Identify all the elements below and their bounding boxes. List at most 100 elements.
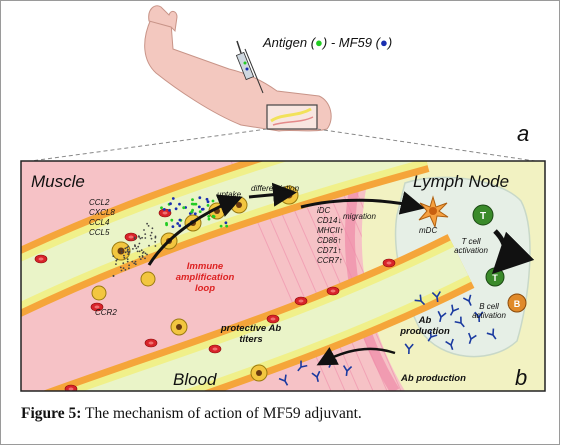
ab-production-label: Ab production [400, 373, 466, 384]
monocytes-in-vessel [91, 271, 268, 382]
chemokine-particle [122, 262, 125, 265]
chemokine-particle [128, 264, 130, 267]
antigen-particle [165, 223, 169, 227]
antibody-icon [474, 311, 484, 323]
bcell-activation-label: B cell activation [472, 302, 506, 320]
red-blood-cells [34, 208, 396, 391]
antigen-particle [207, 217, 211, 221]
chemokine-particle [134, 263, 137, 266]
chemokine-particle [140, 249, 143, 252]
mf59-particle [226, 205, 230, 209]
immune-loop-line-3: loop [195, 283, 215, 294]
antigen-legend-text: Antigen (●) - MF59 (●) [262, 35, 392, 50]
ab-to-blood-arrow [316, 347, 396, 366]
antibody-icon [297, 360, 308, 372]
chemokine-particle [133, 237, 136, 240]
mf59-particle [178, 218, 182, 222]
chemokine-particle [137, 245, 140, 248]
syringe-icon [235, 40, 264, 94]
antibody-icon [404, 343, 414, 355]
t-cell-2: T [485, 267, 505, 287]
protective-line-1: protective Ab [220, 323, 282, 334]
chemokine-particle [138, 242, 141, 245]
tcell-activation-label: T cell activation [454, 237, 488, 255]
chemokine-particle [147, 225, 150, 227]
uptake-label: uptake [217, 190, 242, 199]
antigen-particle [194, 202, 198, 206]
mf59-particle [171, 225, 175, 229]
chemokine-particle [127, 248, 129, 251]
arm-hand [148, 5, 178, 33]
mf59-particle [197, 205, 201, 209]
chemokine-particle [146, 222, 149, 225]
b-cell: B [507, 293, 527, 313]
chemokine-particle [150, 231, 153, 234]
chemokine-particle [123, 256, 126, 259]
red-blood-cell [34, 254, 48, 264]
panel-b-border [20, 160, 546, 392]
chemokine-particle [124, 251, 127, 254]
chemokine-particle [124, 269, 127, 271]
uptake-arrow [147, 194, 243, 266]
chemokine-particle [128, 267, 130, 270]
chemokine-particle [154, 245, 157, 247]
antibody-icon [467, 332, 477, 345]
antibody-icon [454, 316, 465, 328]
immune-loop-label: Immune amplification loop [176, 261, 235, 294]
chemokine-particle [133, 236, 136, 239]
t-cell-1-letter: T [480, 211, 486, 222]
mf59-particle [193, 212, 197, 216]
b-cell-letter: B [514, 299, 521, 309]
ab-production-label-node: Ab production [399, 315, 450, 337]
mf59-particle [174, 207, 178, 211]
tcell-activation-arrow [491, 229, 535, 275]
chemokine-particle [151, 227, 154, 230]
chemokine-particle [138, 250, 141, 253]
antibody-icon [437, 310, 447, 323]
chemokine-particle [135, 247, 138, 250]
t-cell-2-letter: T [492, 273, 498, 283]
antigen-particle [160, 206, 163, 210]
differentiation-label: differentiation [251, 184, 300, 193]
chemokine-particle [144, 233, 147, 236]
injection-site-vessel [272, 116, 314, 126]
antibody-icon [445, 338, 454, 350]
antibody-icon [342, 365, 353, 377]
figure-caption: Figure 5: The mechanism of action of MF5… [21, 405, 362, 423]
chemokine-particle [150, 237, 153, 240]
mf59-particle [176, 222, 180, 225]
migration-arrow [300, 191, 425, 215]
red-blood-cell [144, 338, 158, 348]
blood-vessel-lower [42, 234, 475, 391]
chemokine-particle [144, 237, 147, 239]
ab-prod-line-2: production [399, 326, 450, 337]
antigen-particle [225, 224, 229, 228]
red-blood-cell [266, 314, 280, 324]
chemokine-particle [126, 258, 129, 261]
caption-prefix: Figure 5: [21, 405, 82, 422]
ccr2-label: CCR2 [95, 308, 117, 317]
mf59-particle [168, 208, 171, 212]
antibody-icon [278, 374, 289, 386]
chemokine-particle [136, 250, 139, 253]
chemokine-label: CCL5 [89, 228, 110, 237]
protective-line-2: titers [239, 334, 262, 345]
chemokine-particle [144, 257, 146, 260]
chemokine-particle [143, 229, 145, 231]
chemokine-particle [127, 253, 130, 256]
antigen-mf59-particles [160, 196, 230, 229]
bcell-line-2: activation [472, 311, 506, 320]
mf59-particle [169, 202, 172, 206]
injection-site-detail [270, 107, 312, 123]
chemokine-particle [122, 267, 125, 269]
chemokine-particle [112, 275, 115, 277]
red-blood-cell [382, 258, 396, 268]
antigen-particle [211, 199, 215, 203]
antigen-legend: Antigen (●) - MF59 (●) [262, 35, 392, 50]
chemokine-particle [154, 240, 157, 243]
red-blood-cell [326, 286, 340, 296]
chemokine-particle [128, 250, 131, 253]
